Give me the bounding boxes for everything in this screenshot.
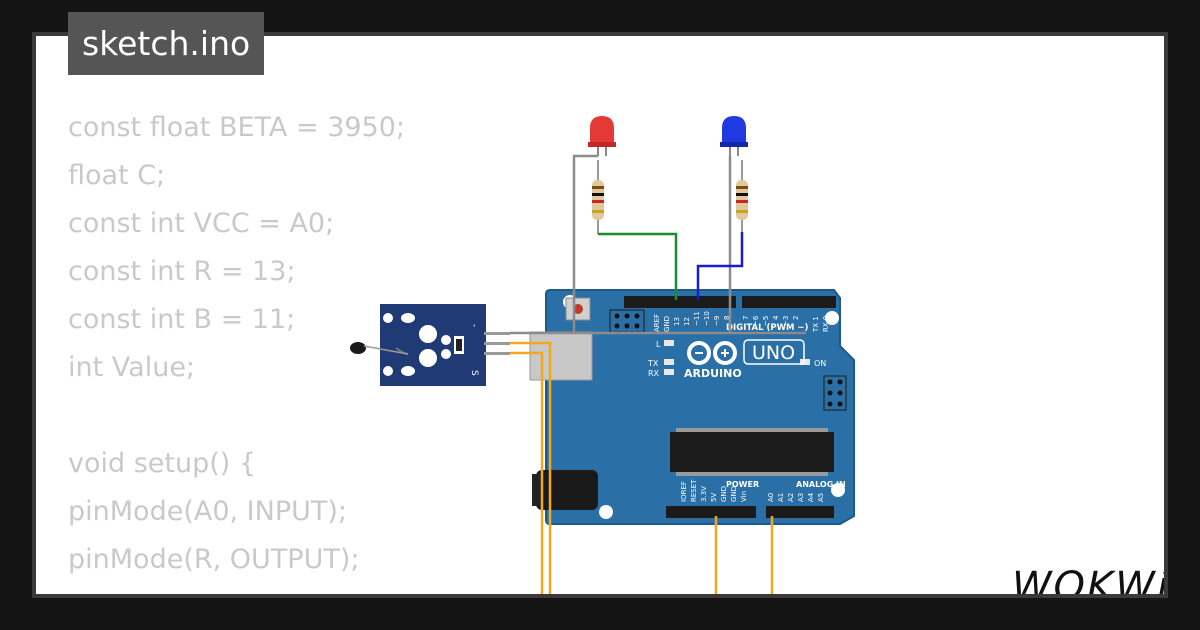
preview-canvas: const float BETA = 3950; float C; const …	[36, 36, 1164, 594]
wire-sensor-signal[interactable]	[510, 351, 544, 594]
sensor-pin-s: S	[469, 370, 479, 376]
pin-label: ~10	[703, 311, 711, 326]
sensor-pin-minus: -	[469, 324, 479, 327]
led-l	[664, 340, 674, 346]
brand-label: ARDUINO	[684, 367, 742, 380]
code-line: const int B = 11;	[68, 304, 296, 335]
pin-label: TX 1	[812, 316, 820, 333]
arduino-logo	[687, 341, 737, 365]
mounting-hole	[831, 483, 845, 497]
code-line: pinMode(A0, INPUT);	[68, 496, 347, 527]
wokwi-logo: WOKWi	[1012, 564, 1164, 594]
pin-label: Vin	[740, 491, 748, 502]
led-rx	[664, 369, 674, 375]
pin-label: A4	[807, 492, 815, 502]
reset-button-cap	[573, 304, 583, 314]
model-label: UNO	[752, 342, 795, 364]
led-tx	[664, 359, 674, 365]
pin-label: GND	[663, 316, 671, 332]
pin-label: RESET	[690, 479, 698, 502]
usb-connector	[529, 331, 593, 381]
analog-label: ANALOG IN	[796, 480, 846, 489]
pin-label: ~3	[782, 316, 790, 326]
code-line: const int VCC = A0;	[68, 208, 335, 239]
icsp-header	[609, 309, 645, 333]
digital-header-right	[742, 296, 836, 308]
code-listing: const float BETA = 3950; float C; const …	[68, 104, 405, 594]
digital-header-left	[624, 296, 736, 308]
arduino-uno-board: AREF GND 13 12 ~11 ~10 ~9 8 7 ~6 ~5 4 ~3…	[529, 289, 855, 525]
preview-card: const float BETA = 3950; float C; const …	[32, 32, 1168, 598]
resistor-blue[interactable]	[736, 160, 748, 232]
pin-label: A1	[777, 493, 785, 502]
red-led[interactable]	[588, 116, 616, 156]
mounting-hole	[825, 311, 839, 325]
mounting-hole	[599, 505, 613, 519]
pin-label: A3	[797, 493, 805, 502]
pin-label: IOREF	[680, 481, 688, 502]
ntc-temperature-sensor[interactable]: - S	[350, 304, 510, 386]
file-tab[interactable]: sketch.ino	[68, 12, 265, 75]
pin-label: 12	[683, 317, 691, 326]
pin-label: 7	[742, 316, 750, 320]
led-l-label: L	[656, 340, 661, 349]
pin-label: 2	[792, 316, 800, 320]
pin-label: A5	[817, 493, 825, 502]
wires	[510, 154, 806, 594]
pin-label: ~9	[713, 316, 721, 326]
blue-led[interactable]	[720, 116, 748, 156]
wire-red-led-gnd[interactable]	[572, 154, 598, 334]
rx-label: RX	[648, 369, 660, 378]
power-label: POWER	[726, 480, 759, 489]
code-line: const float BETA = 3950;	[68, 112, 405, 143]
pin-label: 4	[772, 315, 780, 320]
pin-label: AREF	[653, 314, 661, 332]
code-line: pinMode(R, OUTPUT);	[68, 544, 360, 575]
pin-label: 13	[673, 317, 681, 326]
power-header	[666, 506, 756, 518]
wire-blue-pin11[interactable]	[696, 232, 744, 300]
digital-label: DIGITAL (PWM ~)	[726, 323, 808, 333]
pin-label: GND	[720, 486, 728, 502]
sensor-module-pcb	[380, 304, 486, 386]
on-label: ON	[814, 359, 826, 368]
pin-label: 3.3V	[700, 486, 708, 502]
wire-sensor-vcc[interactable]	[510, 341, 552, 594]
code-line: const int R = 13;	[68, 256, 296, 287]
uno-badge	[743, 339, 805, 365]
pin-label: ~6	[752, 315, 760, 326]
circuit-diagram: AREF GND 13 12 ~11 ~10 ~9 8 7 ~6 ~5 4 ~3…	[350, 116, 855, 594]
code-line: pinMode(B, OUTPUT);	[68, 584, 405, 594]
power-jack	[536, 470, 598, 510]
pin-label: A2	[787, 493, 795, 502]
atmega-chip	[670, 432, 834, 472]
tx-label: TX	[647, 359, 659, 368]
analog-header	[766, 506, 834, 518]
pin-label: A0	[767, 493, 775, 502]
led-on	[800, 359, 810, 365]
pin-label: RX 0	[822, 316, 830, 332]
pin-label: GND	[730, 486, 738, 502]
code-line: int Value;	[68, 352, 196, 383]
pin-label: ~11	[693, 311, 701, 326]
pin-label: 8	[723, 316, 731, 320]
code-line: void setup() {	[68, 448, 257, 479]
wire-green-pin13[interactable]	[598, 232, 678, 300]
thermistor-bead	[350, 342, 366, 354]
pin-label: ~5	[762, 316, 770, 326]
pin-label: 5V	[710, 493, 718, 502]
code-line: float C;	[68, 160, 166, 191]
resistor-red[interactable]	[592, 160, 604, 234]
